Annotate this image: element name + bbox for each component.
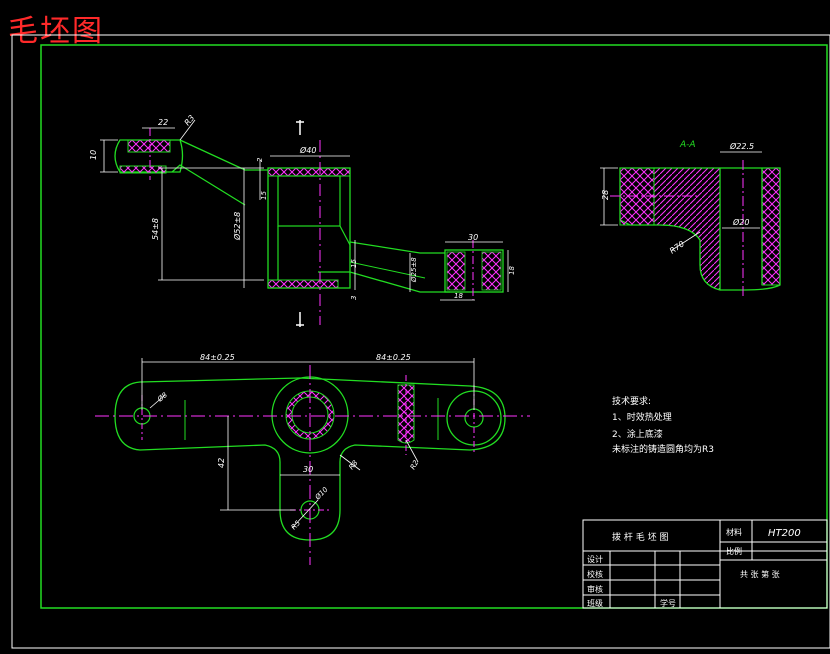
row-class: 班级 xyxy=(587,598,603,608)
dim-28: 28 xyxy=(601,190,610,200)
left-boss-hatch-top xyxy=(127,139,171,153)
dim-d40: Ø40 xyxy=(299,145,316,155)
right-arm-mid xyxy=(349,261,426,279)
left-boss-outline xyxy=(114,139,184,173)
front-view: 22 10 R3 2 15 Ø40 Ø52±8 54±8 3 15 30 Ø25… xyxy=(89,113,516,327)
material-label: 材料 xyxy=(726,527,742,537)
section-hatch-main xyxy=(653,167,721,291)
material-value: HT200 xyxy=(768,528,801,539)
section-mark-top xyxy=(296,120,304,135)
dim-2: 2 xyxy=(256,157,264,162)
dim-d10: Ø10 xyxy=(313,485,330,502)
hub-lower-step xyxy=(277,225,351,280)
left-arm-upper xyxy=(179,139,268,171)
outer-border xyxy=(11,34,830,649)
dim-18: 18 xyxy=(454,292,463,300)
row-check: 校核 xyxy=(587,569,603,579)
dim-d20: Ø20 xyxy=(732,217,749,227)
part-name: 拨 杆 毛 坯 图 xyxy=(612,531,668,543)
dim-d8: Ø8 xyxy=(155,391,169,405)
dim-r30: R3 xyxy=(183,113,197,127)
sheet-count: 共 张 第 张 xyxy=(740,569,780,579)
dim-10: 10 xyxy=(89,150,98,160)
right-boss-hatch-r xyxy=(481,251,502,291)
right-arm-lower xyxy=(318,271,450,293)
note-3: 未标注的铸造圆角均为R3 xyxy=(612,443,714,455)
dim-18b: 18 xyxy=(508,266,516,275)
hub-bottom-hatch xyxy=(267,279,339,289)
top-view: 84±0.25 84±0.25 Ø8 42 30 R8 R2 Ø10 R5 xyxy=(95,353,530,565)
title-block xyxy=(582,519,828,609)
scale-label: 比例 xyxy=(726,546,742,556)
dim-right: 84±0.25 xyxy=(376,353,411,362)
dim-30: 30 xyxy=(468,233,478,242)
dim-22: 22 xyxy=(158,118,168,127)
hub-top-hatch xyxy=(267,167,351,177)
dim-r15: R5 xyxy=(290,519,303,532)
left-arm-lower xyxy=(171,164,246,206)
dim-d52: Ø52±8 xyxy=(232,212,242,241)
note-2: 2、涂上底漆 xyxy=(612,428,663,440)
dim-r70: R70 xyxy=(668,239,686,255)
dim-r12: R2 xyxy=(409,458,421,471)
dim-r28: R8 xyxy=(347,459,359,472)
hub-bore xyxy=(277,175,341,227)
row-review: 审核 xyxy=(587,584,603,594)
notes-heading: 技术要求: xyxy=(612,395,651,407)
dim-30-top: 30 xyxy=(303,465,313,474)
section-mark-bottom xyxy=(296,312,304,327)
dim-15b: 15 xyxy=(350,259,358,268)
right-arm-upper xyxy=(349,241,445,254)
dim-3: 3 xyxy=(350,296,358,300)
student-no-label: 学号 xyxy=(660,598,676,608)
section-hatch-right xyxy=(761,167,781,286)
technical-notes: 技术要求: 1、时效热处理 2、涂上底漆 未标注的铸造圆角均为R3 xyxy=(612,395,714,455)
note-1: 1、时效热处理 xyxy=(612,411,672,423)
dim-d25: Ø25±8 xyxy=(410,257,418,283)
left-boss-hatch-bot xyxy=(119,165,167,174)
dim-d225: Ø22.5 xyxy=(729,141,754,151)
dim-54: 54±8 xyxy=(151,218,160,240)
section-label: A-A xyxy=(679,140,696,150)
dim-left: 84±0.25 xyxy=(200,353,235,362)
right-boss-hatch-l xyxy=(446,251,466,291)
dim-42: 42 xyxy=(217,458,226,468)
hub-outline xyxy=(267,167,351,289)
row-design: 设计 xyxy=(587,554,603,564)
inner-frame xyxy=(40,44,828,609)
section-view: A-A Ø22.5 28 Ø20 R70 xyxy=(600,140,781,298)
right-boss-outline xyxy=(444,249,504,293)
dim-15: 15 xyxy=(260,191,268,200)
drawing-title: 毛坯图 xyxy=(8,14,104,49)
